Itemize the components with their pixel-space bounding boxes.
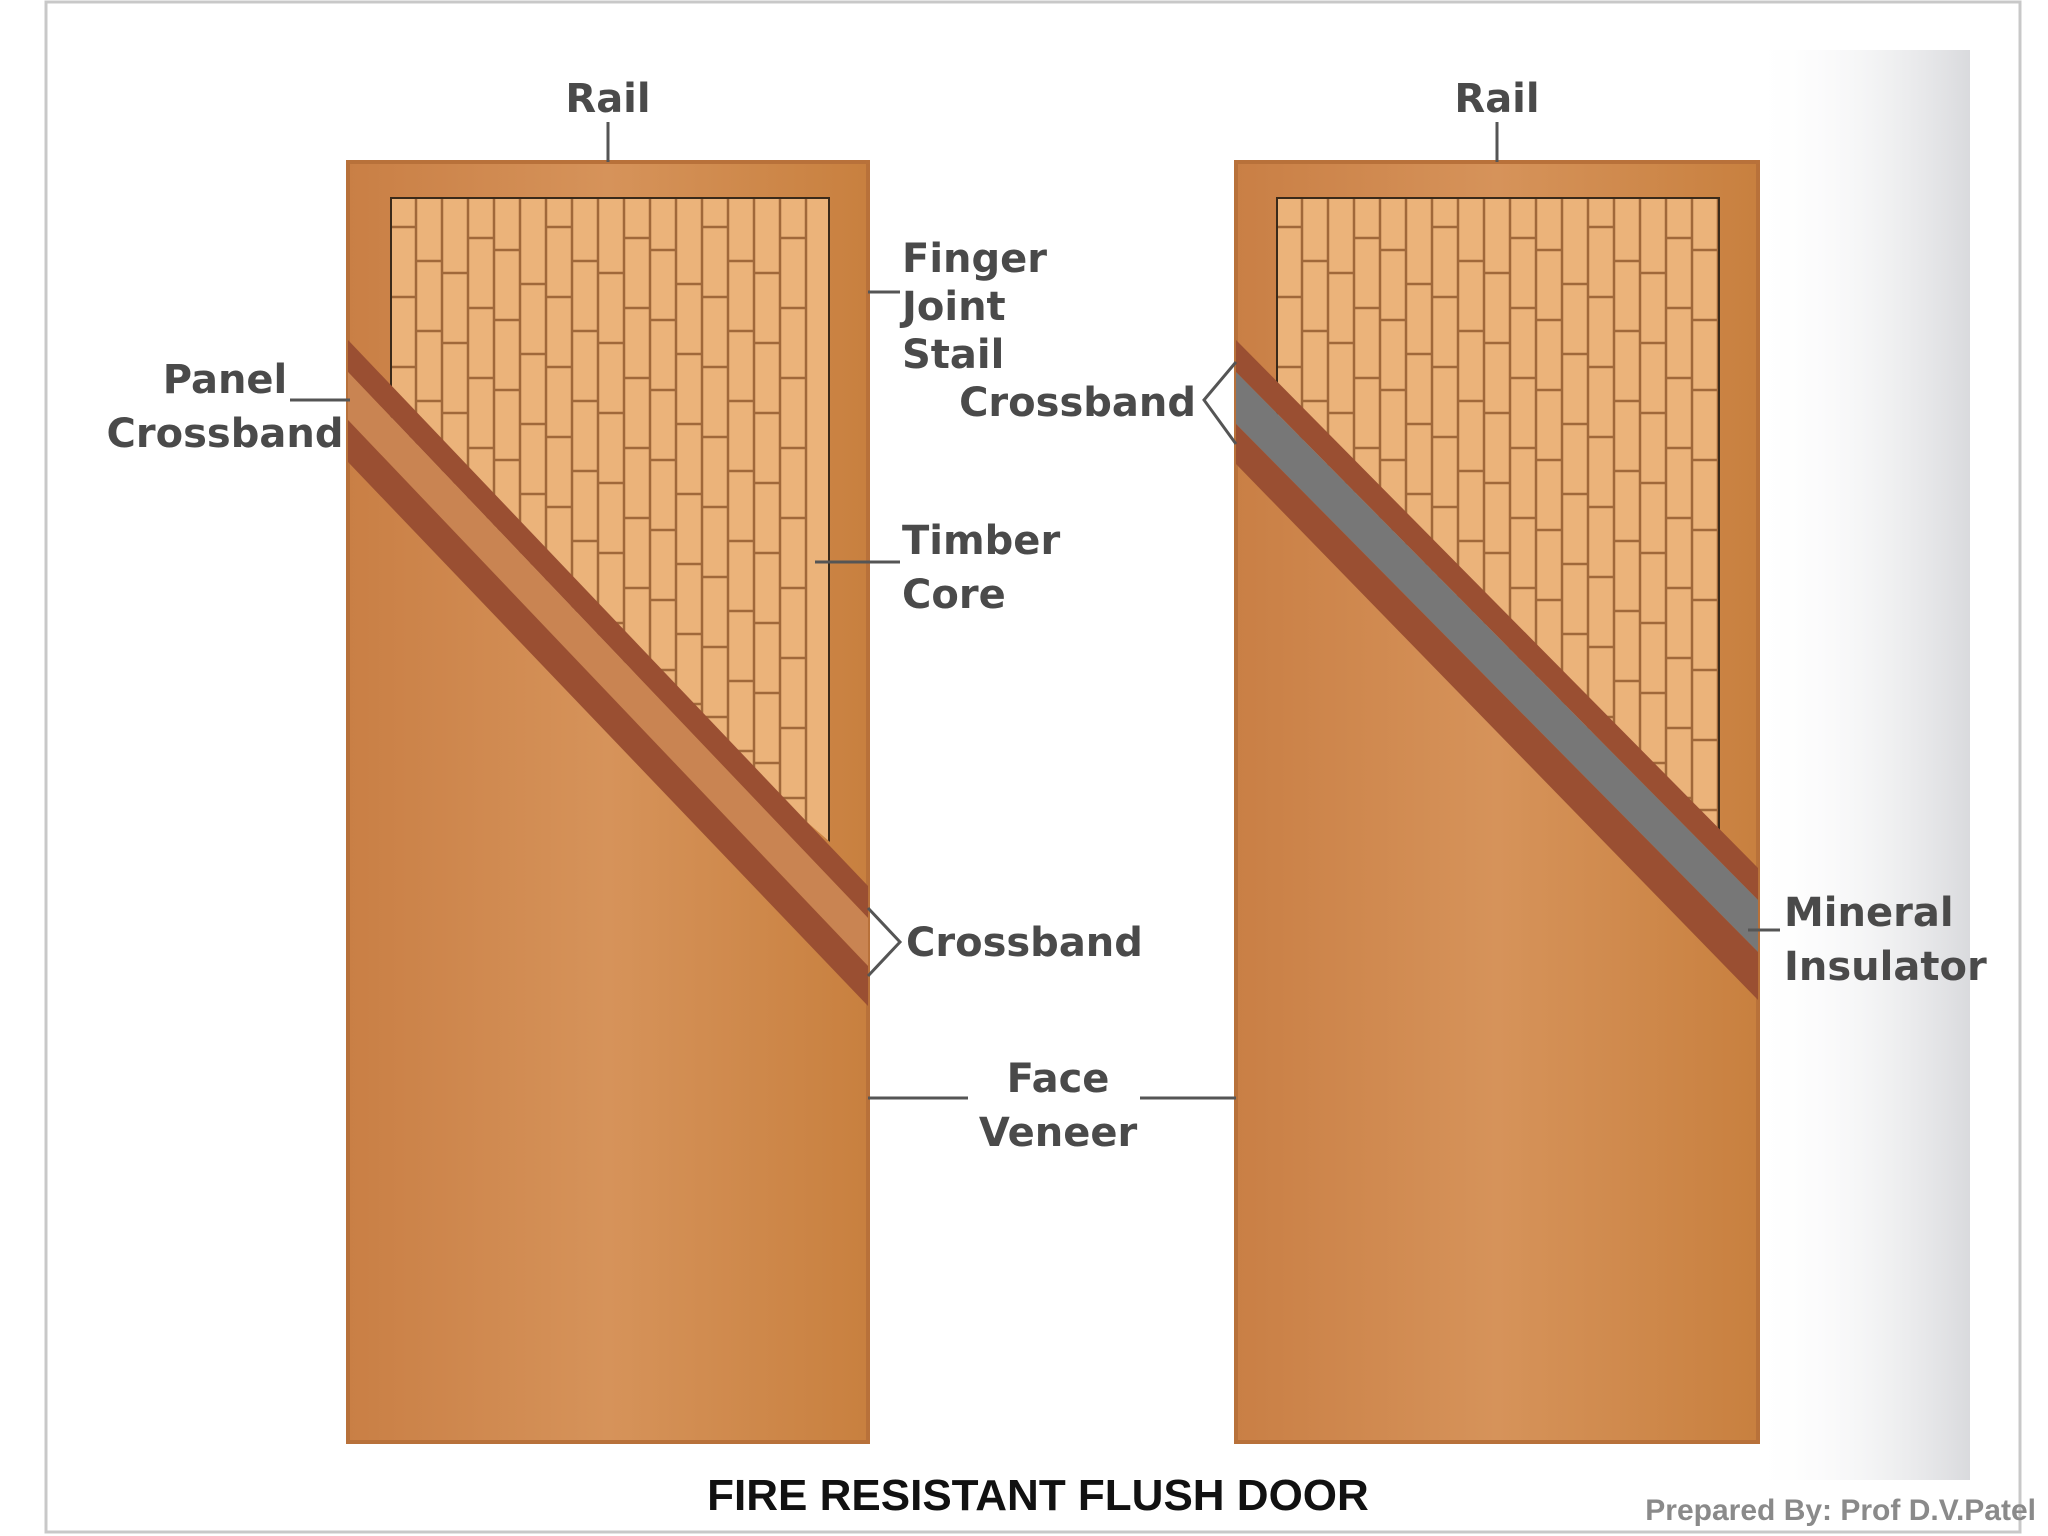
leader-lines (290, 122, 1780, 1100)
left-crossband-label: Crossband (906, 920, 1143, 966)
right-door (1234, 160, 1760, 1444)
finger-joint-label-1: Finger (902, 236, 1047, 282)
finger-joint-label-2: Joint (899, 284, 1006, 330)
right-crossband-inner (1236, 424, 1758, 1000)
right-rail-label: Rail (1454, 76, 1539, 122)
timber-core-label-1: Timber (902, 518, 1060, 564)
face-veneer-label-1: Face (1007, 1056, 1110, 1102)
right-shade (1750, 50, 1970, 1480)
left-crossband-outer (348, 340, 868, 918)
panel-crossband-label-1: Panel (163, 357, 288, 403)
credit-text: Prepared By: Prof D.V.Patel (1645, 1494, 2036, 1527)
mineral-insulator-label-1: Mineral (1784, 890, 1954, 936)
slide-title: FIRE RESISTANT FLUSH DOOR (707, 1471, 1369, 1520)
timber-core-label-2: Core (902, 572, 1006, 618)
right-crossband-label: Crossband (959, 380, 1196, 426)
left-crossband-inner (348, 420, 868, 1006)
left-door (346, 160, 870, 1444)
panel-crossband-label-2: Crossband (107, 411, 344, 457)
mineral-insulator-label-2: Insulator (1784, 944, 1987, 990)
right-crossband-outer (1236, 340, 1758, 900)
mineral-insulator-strip (1236, 372, 1758, 952)
left-crossband-panel (348, 372, 868, 966)
finger-joint-label-3: Stail (902, 332, 1004, 378)
face-veneer-label-2: Veneer (979, 1110, 1138, 1156)
left-rail-label: Rail (565, 76, 650, 122)
